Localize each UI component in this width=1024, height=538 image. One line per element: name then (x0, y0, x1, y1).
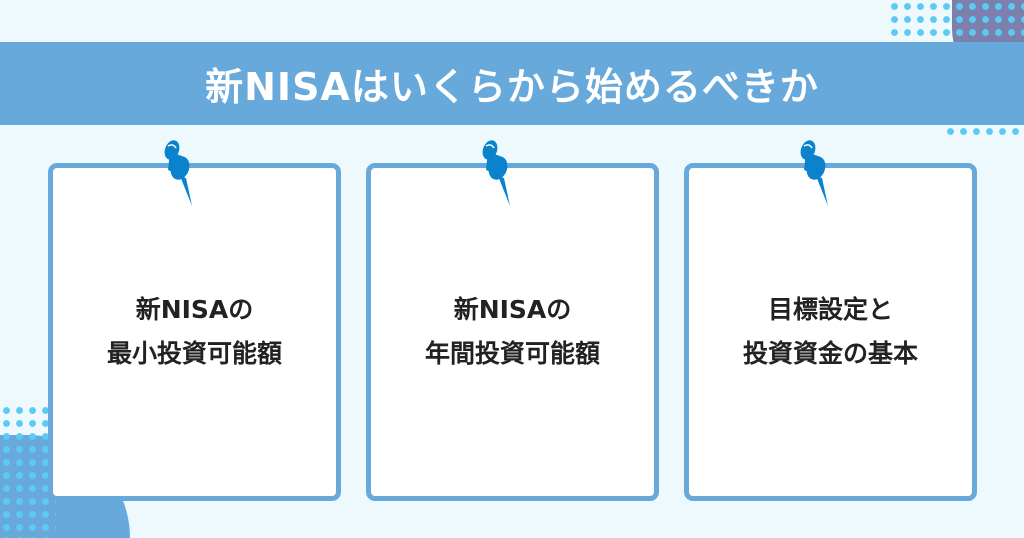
card-line2: 投資資金の基本 (742, 339, 918, 368)
card-line2: 年間投資可能額 (424, 339, 600, 368)
pushpin-icon (800, 140, 828, 206)
card-line1: 目標設定と (767, 295, 893, 324)
decor-dots-top-right (888, 0, 1024, 42)
card-goal-setting: 目標設定と投資資金の基本 (684, 163, 977, 501)
card-minimum-investment: 新NISAの最小投資可能額 (48, 163, 341, 501)
decor-dots-below-banner (944, 125, 1024, 141)
card-line2: 最小投資可能額 (106, 339, 282, 368)
card-line1: 新NISAの (453, 295, 572, 324)
title-banner: 新NISAはいくらから始めるべきか (0, 42, 1024, 125)
page-title: 新NISAはいくらから始めるべきか (205, 65, 819, 109)
card-line1: 新NISAの (135, 295, 254, 324)
decor-dots-bottom-left (0, 404, 56, 538)
card-annual-investment: 新NISAの年間投資可能額 (366, 163, 659, 501)
pushpin-icon (482, 140, 510, 206)
pushpin-icon (164, 140, 192, 206)
